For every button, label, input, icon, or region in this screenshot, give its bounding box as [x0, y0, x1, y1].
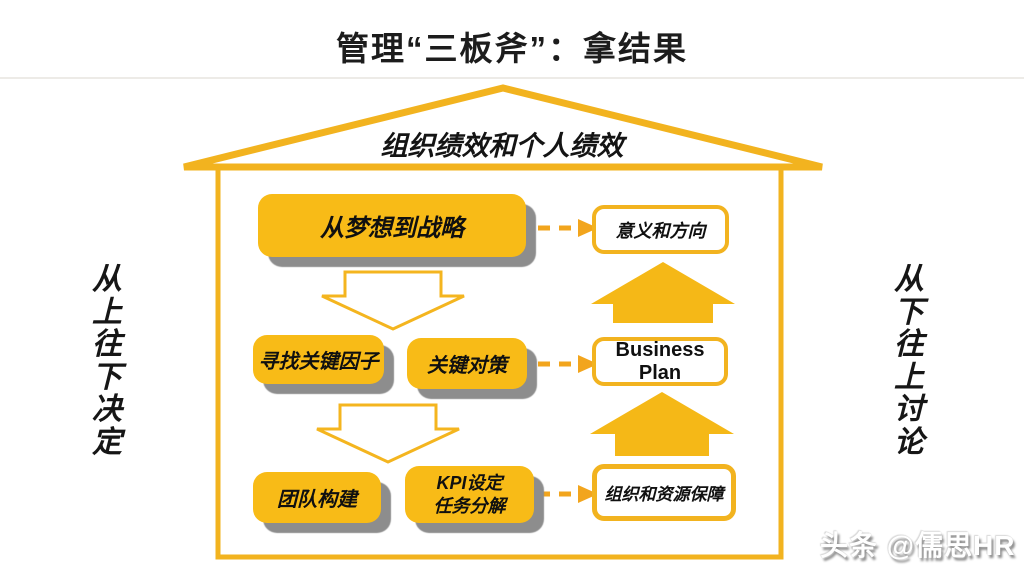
up-arrow-icon	[590, 392, 734, 456]
left-side-label: 从上往下决定	[92, 263, 122, 459]
house-roof	[183, 84, 823, 171]
outcome-box-business-plan: Business Plan	[592, 337, 728, 386]
step-box-dream-to-strategy: 从梦想到战略	[258, 194, 526, 257]
watermark: 头条 @儒思HR	[820, 530, 1016, 561]
step-box-kpi-task: KPI设定 任务分解	[405, 466, 534, 523]
roof-label: 组织绩效和个人绩效	[380, 131, 624, 161]
outcome-box-org-resources: 组织和资源保障	[592, 464, 736, 521]
step-box-key-countermeasures: 关键对策	[407, 338, 527, 389]
step-box-team-building: 团队构建	[253, 472, 381, 523]
up-arrow-icon	[591, 262, 735, 323]
down-arrow-icon	[316, 403, 460, 464]
step-box-key-factors: 寻找关键因子	[253, 335, 384, 384]
down-arrow-icon	[321, 270, 465, 331]
right-side-label: 从下往上讨论	[894, 263, 924, 459]
title-divider	[0, 77, 1024, 79]
outcome-box-meaning-direction: 意义和方向	[592, 205, 729, 254]
dashed-arrow-head-icon	[578, 485, 598, 503]
dashed-arrow-head-icon	[578, 355, 598, 373]
page-title: 管理“三板斧”：拿结果	[336, 30, 688, 67]
dashed-arrow-head-icon	[578, 219, 598, 237]
